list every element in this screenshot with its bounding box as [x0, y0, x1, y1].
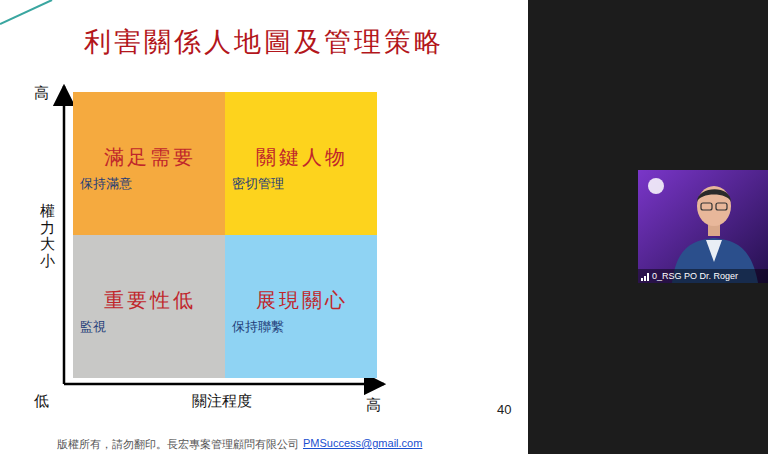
- axis-high: 高: [34, 84, 49, 103]
- person-hair: [697, 189, 731, 202]
- y-axis: [63, 86, 66, 384]
- x-axis: [64, 383, 384, 386]
- video-thumbnail: [638, 170, 768, 283]
- strategy-text: 監視: [80, 318, 219, 336]
- quadrant-heading: 滿足需要: [80, 144, 219, 171]
- name-strip: [638, 269, 768, 283]
- signal-bar: [647, 273, 649, 281]
- slide-title: 利害關係人地圖及管理策略: [0, 24, 528, 60]
- person-shirt: [706, 240, 722, 262]
- footer-link: PMSuccess@gmail.com: [303, 437, 422, 449]
- axis-low: 低: [34, 392, 49, 411]
- page-number: 40: [497, 402, 511, 417]
- signal-bar: [644, 276, 646, 281]
- participant-name: 0_RSG PO Dr. Roger: [652, 271, 738, 281]
- axis-title: 關注程度: [192, 392, 252, 411]
- person-glasses: [701, 203, 712, 210]
- axis-title: 權力大小: [40, 203, 55, 269]
- footer-note: 版權所有，請勿翻印。長宏專案管理顧問有限公司: [57, 437, 299, 452]
- signal-bar: [641, 278, 643, 281]
- strategy-text: 保持滿意: [80, 175, 219, 193]
- quadrant-heading: 關鍵人物: [232, 144, 371, 171]
- video-panel: [528, 0, 768, 454]
- corner-line: [0, 0, 52, 24]
- person-glasses: [716, 203, 727, 210]
- quadrant-box: 重要性低監視: [73, 235, 225, 378]
- logo-circle: [648, 178, 664, 194]
- quadrant-heading: 展現關心: [232, 287, 371, 314]
- quadrant-box: 關鍵人物密切管理: [225, 92, 377, 235]
- quadrant-box: 展現關心保持聯繫: [225, 235, 377, 378]
- quadrant-heading: 重要性低: [80, 287, 219, 314]
- axis-high: 高: [366, 396, 381, 415]
- strategy-text: 密切管理: [232, 175, 371, 193]
- person-head: [697, 186, 731, 226]
- strategy-text: 保持聯繫: [232, 318, 371, 336]
- quadrant-box: 滿足需要保持滿意: [73, 92, 225, 235]
